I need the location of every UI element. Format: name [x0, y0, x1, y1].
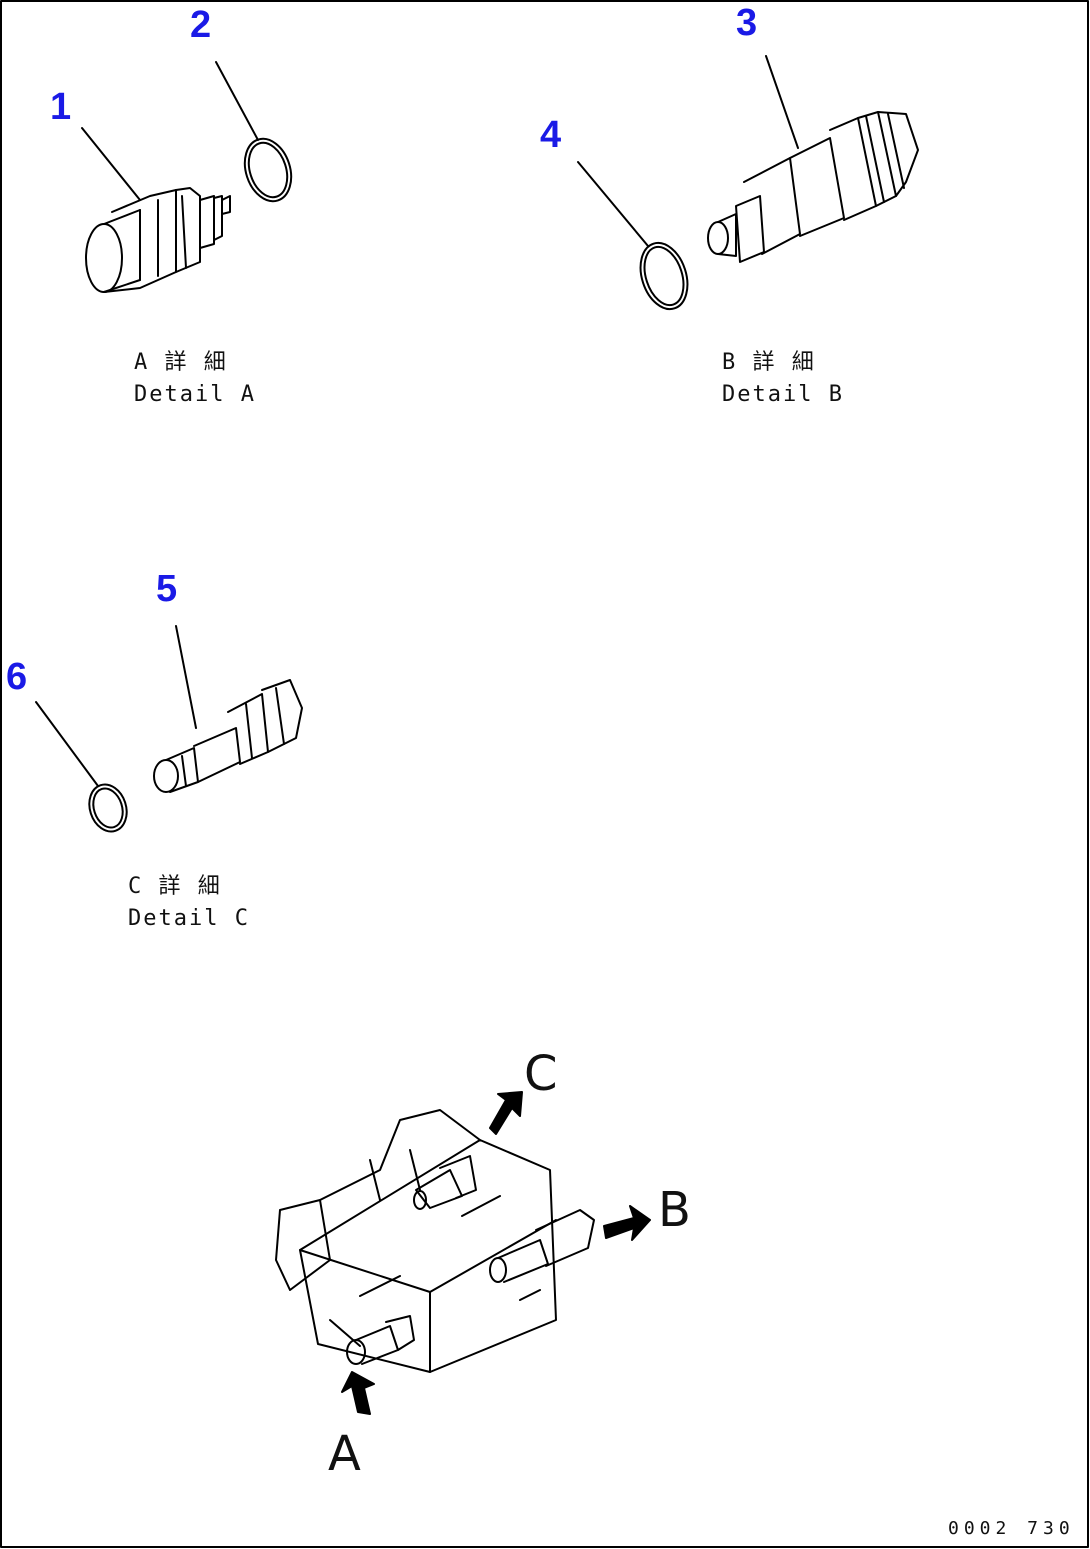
callout-4: 4 — [540, 114, 562, 156]
part-6-oring-inner — [92, 787, 124, 829]
valve-block-port-c — [413, 1155, 477, 1210]
detail-a-caption-en: Detail A — [134, 382, 256, 407]
view-arrow-c — [489, 1091, 523, 1135]
callout-6: 6 — [6, 656, 28, 698]
detail-c-caption-jp: C 詳 細 — [128, 874, 222, 899]
callout-2: 2 — [190, 4, 212, 46]
leader-line-4 — [577, 161, 649, 247]
leader-line-5 — [175, 625, 197, 729]
view-marker-a: A — [328, 1426, 361, 1482]
part-2-oring-inner — [247, 141, 289, 199]
callout-1: 1 — [50, 86, 72, 128]
detail-b-caption-en: Detail B — [722, 382, 844, 407]
view-arrow-b — [603, 1205, 651, 1241]
part-4-oring-outer — [639, 241, 689, 311]
detail-b-caption-jp: B 詳 細 — [722, 350, 816, 375]
detail-a-caption-jp: A 詳 細 — [134, 350, 228, 375]
part-1-sensor — [85, 187, 231, 293]
valve-block-port-b — [489, 1209, 595, 1283]
part-3-valve — [707, 111, 919, 263]
drawing-code: 0002 730 — [948, 1518, 1075, 1539]
view-marker-c: C — [524, 1046, 558, 1102]
valve-block-port-a — [346, 1315, 415, 1365]
view-marker-b: B — [658, 1182, 691, 1238]
part-2-oring-outer — [243, 137, 293, 203]
part-6-oring-outer — [88, 783, 128, 833]
leader-line-1 — [81, 127, 141, 201]
leader-line-2 — [215, 61, 259, 141]
callout-3: 3 — [736, 2, 758, 44]
valve-block-assembly — [275, 1109, 557, 1373]
leader-line-3 — [765, 55, 799, 149]
view-arrow-a — [341, 1371, 375, 1415]
detail-c-caption-en: Detail C — [128, 906, 250, 931]
part-5-plug — [153, 679, 303, 793]
part-4-oring-inner — [643, 245, 685, 307]
leader-line-6 — [35, 701, 99, 787]
callout-5: 5 — [156, 568, 178, 610]
